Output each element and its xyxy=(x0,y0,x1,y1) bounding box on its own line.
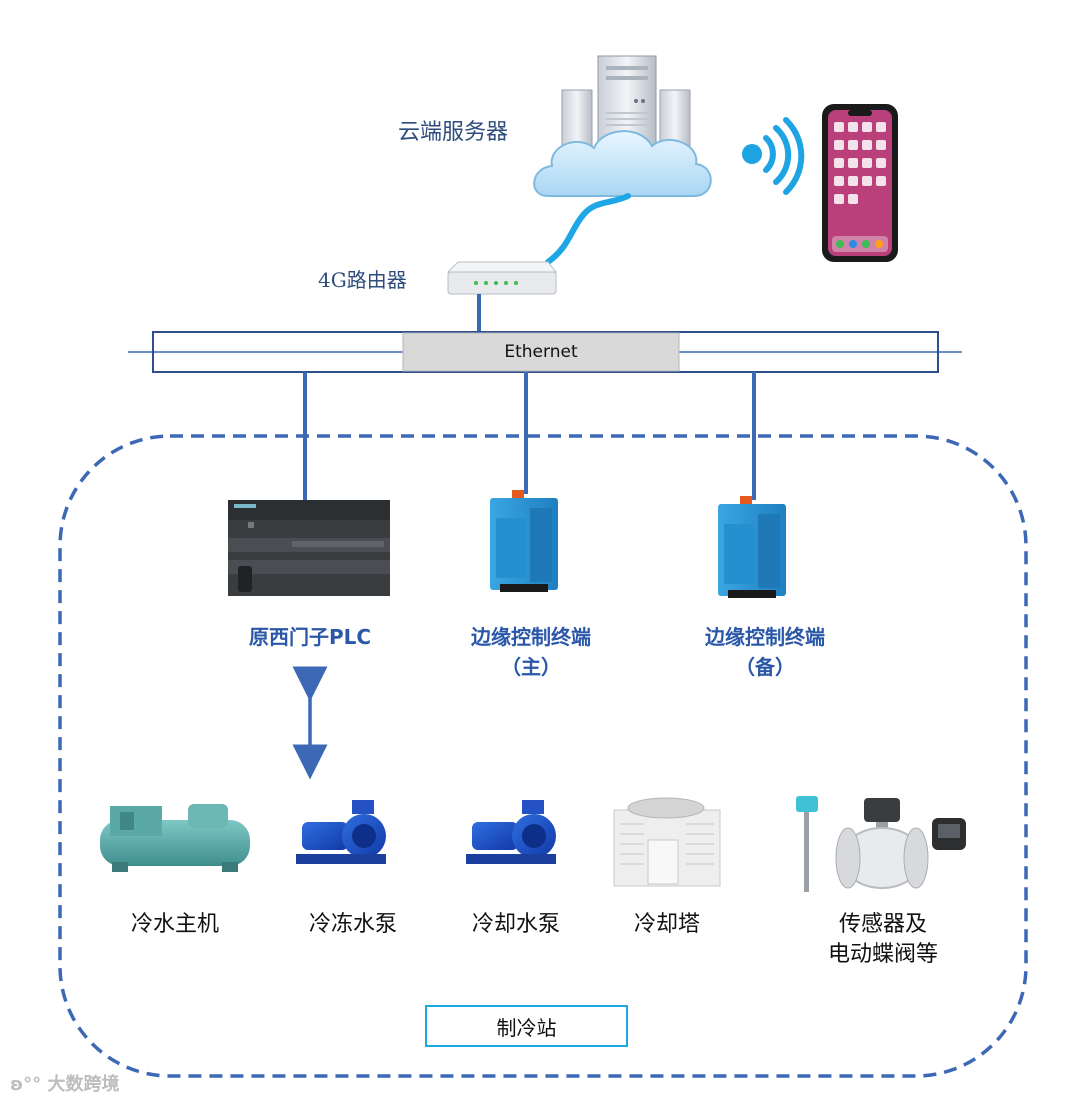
station-label: 制冷站 xyxy=(425,1005,628,1047)
edge-terminal-backup-label-line1: 边缘控制终端 xyxy=(705,625,825,649)
router-label: 4G路由器 xyxy=(318,268,407,292)
watermark-text: 大数跨境 xyxy=(47,1074,120,1095)
cloud-server-label: 云端服务器 xyxy=(398,120,509,145)
cooling-water-pump-icon xyxy=(466,800,556,864)
ethernet-label: Ethernet xyxy=(504,342,578,362)
plc-icon xyxy=(228,500,390,596)
plc-label: 原西门子PLC xyxy=(225,622,395,652)
chilled-water-pump-label-line1: 冷冻水泵 xyxy=(308,912,397,937)
sensors-valves-icon xyxy=(796,796,966,892)
chiller-icon xyxy=(100,804,250,872)
edge-terminal-main-label: 边缘控制终端 （主） xyxy=(446,622,616,682)
watermark: ʚ°° 大数跨境 xyxy=(10,1070,119,1096)
edge-terminal-main-label-line1: 边缘控制终端 xyxy=(471,625,591,649)
chiller-label-line1: 冷水主机 xyxy=(130,912,219,937)
plc-label-line1: 原西门子PLC xyxy=(248,625,372,649)
router-icon xyxy=(446,261,558,295)
ethernet-label-box xyxy=(402,332,680,372)
smartphone-icon xyxy=(822,104,898,262)
sensors-valves-label: 传感器及 电动蝶阀等 xyxy=(808,910,958,970)
cooling-water-pump-label-line1: 冷却水泵 xyxy=(471,912,560,937)
cooling-tower-label-line1: 冷却塔 xyxy=(633,912,700,937)
edge-terminal-backup-icon xyxy=(718,496,786,598)
edge-terminal-backup-label: 边缘控制终端 （备） xyxy=(680,622,850,682)
cooling-tower-icon xyxy=(613,797,721,887)
uplink-cable xyxy=(545,193,631,265)
cooling-water-pump-label: 冷却水泵 xyxy=(451,910,581,940)
chilled-water-pump-label: 冷冻水泵 xyxy=(288,910,418,940)
sensors-valves-label-line2: 电动蝶阀等 xyxy=(827,942,938,967)
wifi-signal-icon xyxy=(742,117,805,195)
edge-terminal-backup-label-line2: （备） xyxy=(735,655,795,679)
cloud-icon xyxy=(533,130,712,197)
ethernet-bus xyxy=(152,331,939,373)
edge-terminal-main-label-line2: （主） xyxy=(501,655,561,679)
watermark-logo-icon: ʚ°° xyxy=(10,1074,42,1095)
chiller-label: 冷水主机 xyxy=(110,910,240,940)
sensors-valves-label-line1: 传感器及 xyxy=(838,912,927,937)
chilled-water-pump-icon xyxy=(296,800,386,864)
cooling-tower-label: 冷却塔 xyxy=(602,910,732,940)
edge-terminal-main-icon xyxy=(490,490,558,592)
